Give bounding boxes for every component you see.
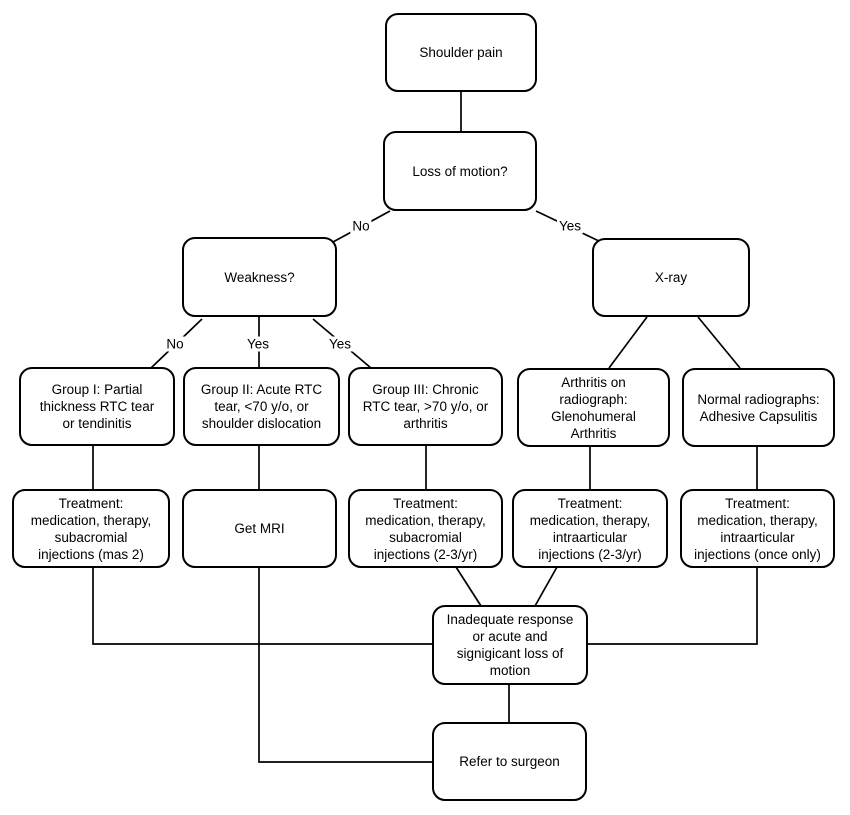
node-treatment-capsulitis: Treatment: medication, therapy, intraart… [680, 489, 835, 568]
node-loss-of-motion: Loss of motion? [383, 131, 537, 211]
edge-label-weakness-yes-right: Yes [326, 336, 354, 352]
edge-treatment4-to-inadequate [534, 566, 558, 607]
node-refer-to-surgeon: Refer to surgeon [432, 722, 587, 801]
node-inadequate-response: Inadequate response or acute and signigi… [432, 605, 588, 685]
node-group1-partial-tear: Group I: Partial thickness RTC tear or t… [19, 367, 175, 446]
node-weakness: Weakness? [182, 237, 337, 317]
node-treatment-group3: Treatment: medication, therapy, subacrom… [348, 489, 503, 568]
edge-treatment3-to-inadequate [455, 566, 482, 607]
node-shoulder-pain: Shoulder pain [385, 13, 537, 92]
node-treatment-glenohumeral: Treatment: medication, therapy, intraart… [512, 489, 668, 568]
node-arthritis-radiograph: Arthritis on radiograph: Glenohumeral Ar… [517, 368, 670, 447]
node-treatment-group1: Treatment: medication, therapy, subacrom… [12, 489, 170, 568]
node-get-mri: Get MRI [182, 489, 337, 568]
edge-getmri-to-refer [258, 567, 432, 763]
edge-xray-to-arthritis [608, 316, 648, 369]
edge-xray-to-normal [697, 316, 741, 369]
edge-label-weakness-no: No [164, 336, 186, 352]
edge-label-loss-no: No [350, 218, 372, 234]
edge-treatment5-to-inadequate [588, 567, 758, 645]
edge-label-loss-yes: Yes [556, 218, 584, 234]
edge-label-weakness-yes-mid: Yes [244, 336, 272, 352]
edge-treatment1-to-inadequate [92, 567, 432, 645]
node-group3-chronic-tear: Group III: Chronic RTC tear, >70 y/o, or… [348, 367, 503, 446]
node-group2-acute-tear: Group II: Acute RTC tear, <70 y/o, or sh… [183, 367, 340, 446]
node-xray: X-ray [592, 238, 750, 317]
node-normal-radiographs: Normal radiographs: Adhesive Capsulitis [682, 368, 835, 447]
